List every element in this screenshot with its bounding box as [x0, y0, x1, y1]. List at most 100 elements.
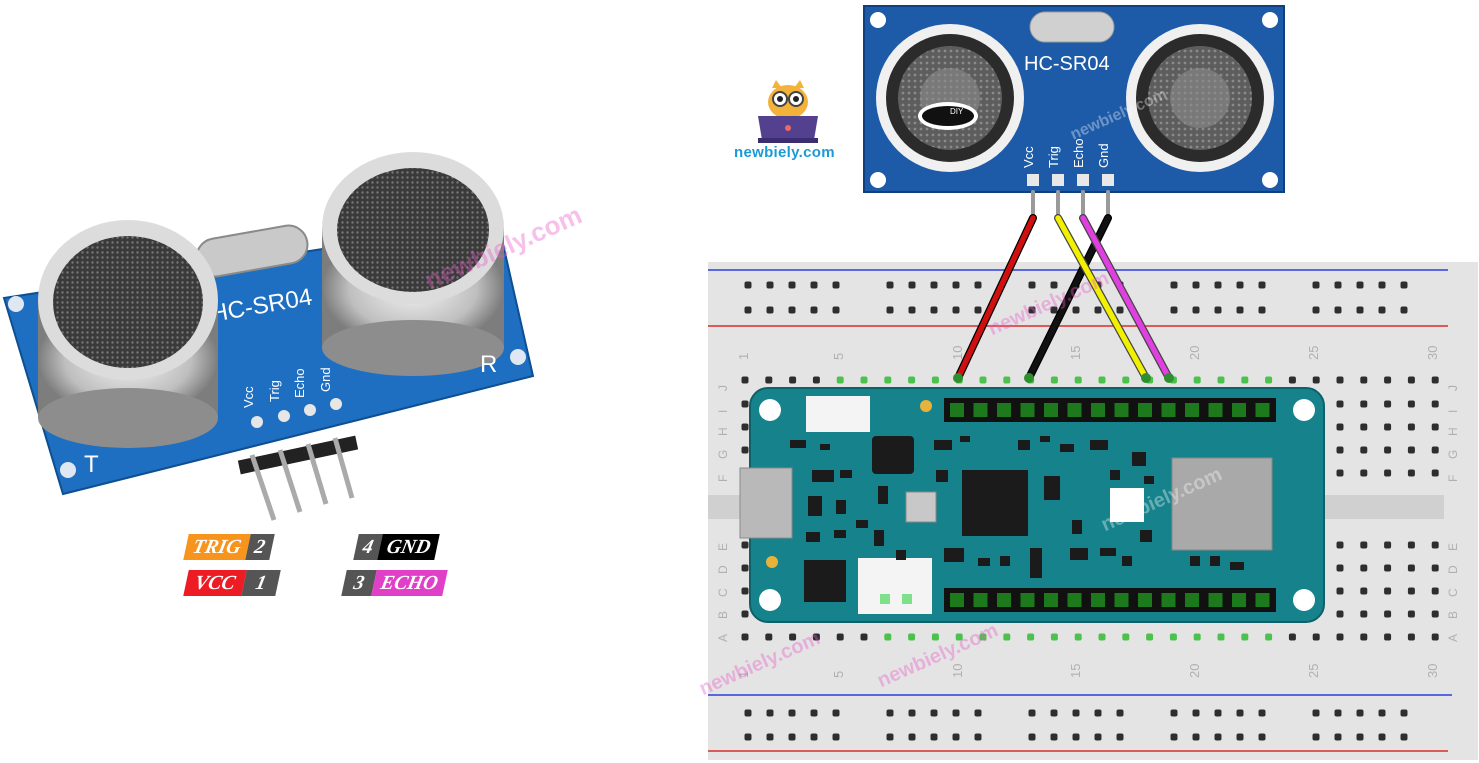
smd-component: [878, 486, 888, 504]
breadboard-hole: [812, 376, 820, 384]
breadboard-hole: [744, 281, 752, 289]
breadboard-hole: [1336, 376, 1344, 384]
smd-component: [1122, 556, 1132, 566]
smd-component: [812, 470, 834, 482]
breadboard-hole: [1431, 633, 1439, 641]
breadboard-hole: [1360, 610, 1368, 618]
breadboard-hole: [952, 733, 960, 741]
breadboard-hole: [1236, 281, 1244, 289]
breadboard-hole: [1384, 541, 1392, 549]
breadboard-hole: [1050, 633, 1058, 641]
breadboard-hole: [1336, 587, 1344, 595]
breadboard-hole: [1407, 469, 1415, 477]
smd-component: [1000, 556, 1010, 566]
breadboard-hole: [766, 709, 774, 717]
breadboard-hole: [1336, 469, 1344, 477]
breadboard-hole: [832, 281, 840, 289]
breadboard-hole: [886, 306, 894, 314]
breadboard-hole: [1027, 633, 1035, 641]
header-row-bottom: [944, 588, 1276, 612]
header-pin: [1020, 593, 1035, 607]
row-letter: F: [716, 475, 730, 482]
breadboard-hole: [836, 376, 844, 384]
breadboard-hole: [1146, 633, 1154, 641]
breadboard-hole: [1028, 281, 1036, 289]
breadboard-hole: [1384, 423, 1392, 431]
green-led: [880, 594, 890, 604]
yellow-led: [766, 556, 778, 568]
breadboard-hole: [1122, 376, 1130, 384]
header-pin: [1255, 593, 1270, 607]
row-letter: A: [1446, 634, 1460, 642]
breadboard-hole: [765, 376, 773, 384]
row-letter: J: [716, 385, 730, 391]
breadboard-hole: [766, 733, 774, 741]
breadboard-hole: [1050, 733, 1058, 741]
breadboard-hole: [1258, 709, 1266, 717]
smd-component: [1230, 562, 1244, 570]
breadboard-hole: [1312, 376, 1320, 384]
wire-end-dot: [953, 373, 963, 383]
pin-pad-icon: [330, 398, 342, 410]
pin-pad-icon: [1102, 174, 1114, 186]
breadboard-hole: [908, 633, 916, 641]
breadboard-hole: [741, 376, 749, 384]
breadboard-hole: [1312, 633, 1320, 641]
arduino-board: [739, 387, 1325, 623]
breadboard-hole: [1028, 733, 1036, 741]
module-photo: HC-SR04 T R Vcc Trig Echo Gnd: [2, 152, 535, 521]
breadboard-hole: [1098, 633, 1106, 641]
breadboard-hole: [1407, 587, 1415, 595]
smd-component: [1044, 476, 1060, 500]
smd-component: [1190, 556, 1200, 566]
breadboard-hole: [930, 306, 938, 314]
breadboard-hole: [1236, 306, 1244, 314]
breadboard-hole: [1431, 423, 1439, 431]
smd-component: [1110, 470, 1120, 480]
breadboard-hole: [1407, 633, 1415, 641]
breadboard-hole: [1050, 376, 1058, 384]
mount-hole-icon: [870, 172, 886, 188]
breadboard-hole: [1193, 376, 1201, 384]
right-transducer-icon: [1126, 24, 1274, 172]
pin-label-name: VCC: [183, 570, 247, 596]
breadboard-hole: [908, 281, 916, 289]
breadboard-hole: [810, 281, 818, 289]
breadboard-hole: [741, 541, 749, 549]
breadboard-hole: [1288, 376, 1296, 384]
breadboard-hole: [1384, 446, 1392, 454]
breadboard-hole: [788, 281, 796, 289]
smd-component: [1030, 548, 1042, 578]
header-pin: [1161, 593, 1176, 607]
smd-component: [874, 530, 884, 546]
header-pin: [1044, 593, 1058, 607]
pin-label-trig: TRIG 2: [183, 534, 275, 560]
breadboard-hole: [1241, 633, 1249, 641]
breadboard-hole: [810, 306, 818, 314]
mount-hole-icon: [8, 296, 24, 312]
header-pin: [1091, 403, 1105, 417]
breadboard-hole: [810, 709, 818, 717]
breadboard-hole: [741, 633, 749, 641]
row-letter: D: [716, 565, 730, 574]
breadboard-hole: [1094, 306, 1102, 314]
breadboard-hole: [1360, 587, 1368, 595]
breadboard-hole: [931, 376, 939, 384]
breadboard-hole: [974, 281, 982, 289]
pin-label-name: TRIG: [183, 534, 251, 560]
row-letter: G: [1446, 450, 1460, 459]
breadboard-hole: [952, 306, 960, 314]
receiver-transducer: [322, 152, 504, 376]
breadboard-hole: [1170, 709, 1178, 717]
breadboard-hole: [766, 281, 774, 289]
breadboard-hole: [1050, 709, 1058, 717]
breadboard-hole: [974, 733, 982, 741]
breadboard-hole: [1360, 446, 1368, 454]
column-number: 20: [1187, 346, 1202, 360]
breadboard-hole: [930, 733, 938, 741]
breadboard-hole: [1098, 376, 1106, 384]
breadboard-hole: [744, 306, 752, 314]
owl-logo-icon: [758, 80, 818, 143]
breadboard-hole: [1336, 446, 1344, 454]
breadboard-hole: [789, 633, 797, 641]
